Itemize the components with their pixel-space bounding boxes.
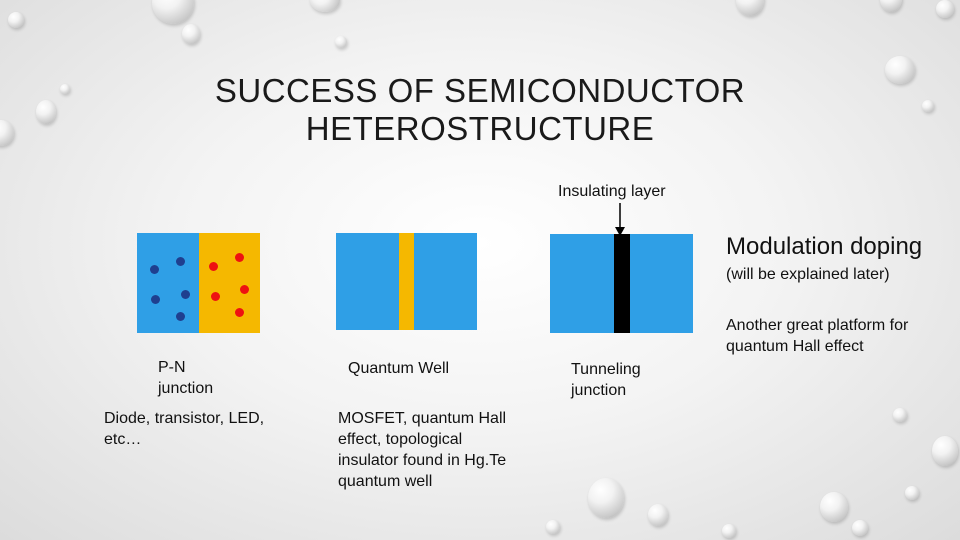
electron-dot: [176, 257, 185, 266]
water-droplet-icon: [820, 492, 848, 522]
quantum-well-applications: MOSFET, quantum Hall effect, topological…: [338, 410, 507, 490]
hole-dot: [240, 285, 249, 294]
water-droplet-icon: [922, 100, 934, 112]
water-droplet-icon: [936, 0, 954, 18]
water-droplet-icon: [8, 12, 24, 28]
water-droplet-icon: [152, 0, 194, 24]
barrier-left: [336, 233, 399, 330]
water-droplet-icon: [893, 408, 907, 422]
quantum-well-label: Quantum Well: [348, 360, 450, 377]
barrier-right: [414, 233, 477, 330]
water-droplet-icon: [60, 84, 70, 94]
water-droplet-icon: [852, 520, 868, 536]
water-droplet-icon: [0, 120, 14, 146]
water-droplet-icon: [335, 36, 347, 48]
water-droplet-icon: [546, 520, 560, 534]
modulation-doping-description: Another great platform for quantum Hall …: [726, 317, 909, 355]
water-droplet-icon: [722, 524, 736, 538]
hole-dot: [211, 292, 220, 301]
water-droplet-icon: [880, 0, 902, 12]
hole-dot: [209, 262, 218, 271]
water-droplet-icon: [885, 56, 915, 84]
modulation-doping-note: (will be explained later): [726, 266, 890, 283]
tunneling-junction-label: Tunneling junction: [571, 361, 641, 399]
n-type-region: [137, 233, 199, 333]
water-droplet-icon: [932, 436, 958, 466]
page-title: SUCCESS OF SEMICONDUCTOR HETEROSTRUCTURE: [214, 72, 746, 147]
pn-junction-label: P-N junction: [158, 359, 214, 397]
water-droplet-icon: [588, 478, 624, 518]
water-droplet-icon: [36, 100, 56, 124]
water-droplet-icon: [182, 24, 200, 44]
hole-dot: [235, 308, 244, 317]
insulating-arrow: [615, 203, 625, 236]
insulating-layer-label: Insulating layer: [558, 183, 666, 200]
electrode-left: [550, 234, 614, 333]
modulation-doping-heading: Modulation doping: [726, 233, 923, 260]
water-droplet-icon: [736, 0, 764, 16]
well-layer: [399, 233, 414, 330]
electron-dot: [181, 290, 190, 299]
p-type-region: [199, 233, 260, 333]
pn-applications: Diode, transistor, LED, etc…: [104, 410, 265, 448]
insulating-layer: [614, 234, 630, 333]
water-droplet-icon: [905, 486, 919, 500]
electron-dot: [150, 265, 159, 274]
water-droplet-icon: [648, 504, 668, 526]
hole-dot: [235, 253, 244, 262]
electron-dot: [151, 295, 160, 304]
electron-dot: [176, 312, 185, 321]
electrode-right: [630, 234, 693, 333]
water-droplet-icon: [310, 0, 340, 12]
